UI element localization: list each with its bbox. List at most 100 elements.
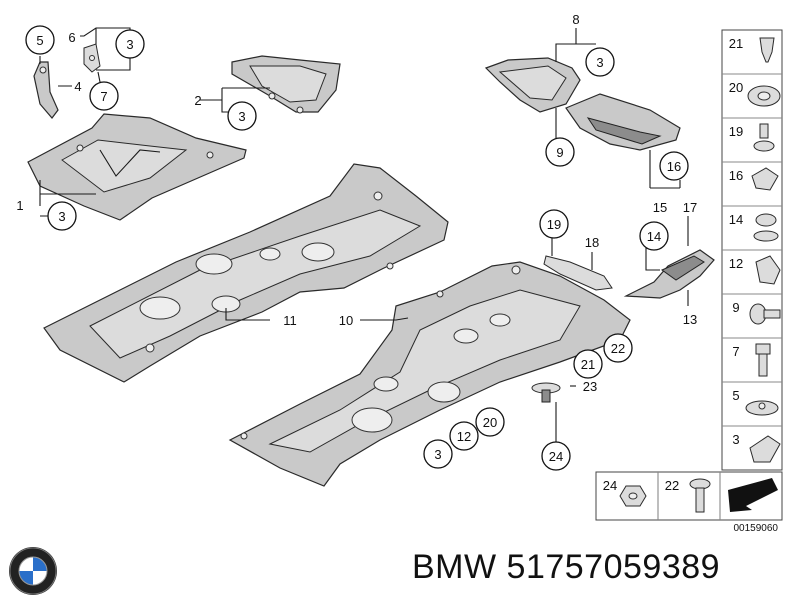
svg-text:3: 3: [596, 55, 603, 70]
callout-14: 14: [639, 221, 669, 251]
svg-text:3: 3: [238, 109, 245, 124]
svg-text:3: 3: [126, 37, 133, 52]
callout-21-upper: 21: [573, 349, 603, 379]
svg-text:2: 2: [194, 93, 201, 108]
svg-text:9: 9: [556, 145, 563, 160]
drawing-code: 00159060: [734, 523, 779, 534]
plate-part-2: [231, 55, 341, 114]
callout-18: 18: [585, 235, 599, 250]
shield-part-11: [43, 163, 449, 383]
shield-part-10: [228, 261, 631, 487]
callout-3-front-panel: 3: [47, 201, 77, 231]
liner-part-9: [484, 57, 581, 113]
legend-item-9: 9: [732, 300, 781, 325]
svg-text:5: 5: [36, 33, 43, 48]
callout-19: 19: [539, 209, 569, 239]
svg-text:1: 1: [16, 198, 23, 213]
brand-name: BMW: [412, 548, 497, 586]
callout-11: 11: [283, 313, 297, 328]
svg-text:23: 23: [583, 379, 597, 394]
svg-text:8: 8: [572, 12, 579, 27]
callout-15: 15: [653, 200, 667, 215]
svg-text:15: 15: [653, 200, 667, 215]
svg-text:6: 6: [68, 30, 75, 45]
svg-text:14: 14: [647, 229, 661, 244]
legend-item-5: 5: [732, 388, 779, 416]
callout-24: 24: [541, 441, 571, 471]
callout-3-plate: 3: [227, 101, 257, 131]
svg-text:19: 19: [547, 217, 561, 232]
legend-item-21: 21: [729, 36, 775, 63]
svg-text:21: 21: [729, 36, 743, 51]
svg-text:16: 16: [729, 168, 743, 183]
svg-text:17: 17: [683, 200, 697, 215]
svg-text:12: 12: [729, 256, 743, 271]
legend-item-3: 3: [732, 432, 781, 463]
callout-13: 13: [683, 312, 697, 327]
legend-item-19: 19: [729, 123, 775, 152]
strip-part-16: [565, 93, 681, 151]
part-number: 51757059389: [506, 548, 721, 586]
legend-item-12: 12: [729, 255, 781, 285]
svg-text:11: 11: [283, 313, 297, 328]
svg-text:3: 3: [58, 209, 65, 224]
svg-text:7: 7: [732, 344, 739, 359]
callout-23: 23: [583, 379, 597, 394]
svg-text:14: 14: [729, 212, 743, 227]
leader-lines: [39, 27, 689, 444]
svg-text:7: 7: [100, 89, 107, 104]
svg-text:4: 4: [74, 79, 81, 94]
legend-column: 21 20 19 16 14 12 9: [721, 29, 783, 471]
fastener-part-23: [531, 382, 561, 403]
fastener-box: 24 22: [595, 471, 783, 521]
svg-text:10: 10: [339, 313, 353, 328]
svg-text:9: 9: [732, 300, 739, 315]
legend-item-14: 14: [729, 212, 779, 242]
svg-text:3: 3: [732, 432, 739, 447]
svg-text:5: 5: [732, 388, 739, 403]
bracket-part-18: [543, 255, 613, 291]
arrow-symbol: [728, 478, 778, 512]
callout-1: 1: [16, 198, 23, 213]
svg-text:18: 18: [585, 235, 599, 250]
legend-item-16: 16: [729, 167, 779, 191]
svg-text:19: 19: [729, 124, 743, 139]
callout-8: 8: [572, 12, 579, 27]
svg-text:13: 13: [683, 312, 697, 327]
bracket-part-6: [83, 43, 101, 73]
callout-3-liner: 3: [585, 47, 615, 77]
callout-4: 4: [74, 79, 81, 94]
svg-text:22: 22: [665, 478, 679, 493]
legend-item-7: 7: [732, 343, 771, 377]
callout-9: 9: [545, 137, 575, 167]
svg-text:22: 22: [611, 341, 625, 356]
callout-3-rear: 3: [423, 439, 453, 469]
svg-text:24: 24: [603, 478, 617, 493]
bmw-logo: [9, 547, 57, 595]
bracket-part-4: [33, 61, 59, 119]
callout-10: 10: [339, 313, 353, 328]
part-number-caption: BMW 51757059389: [412, 548, 720, 587]
fastener-item-24: 24: [603, 478, 647, 507]
callout-2: 2: [194, 93, 201, 108]
bracket-part-13: [623, 249, 715, 299]
svg-text:12: 12: [457, 429, 471, 444]
svg-text:20: 20: [729, 80, 743, 95]
svg-text:3: 3: [434, 447, 441, 462]
callout-3-bracket: 3: [115, 29, 145, 59]
svg-text:24: 24: [549, 449, 563, 464]
svg-text:20: 20: [483, 415, 497, 430]
legend-item-20: 20: [729, 80, 781, 107]
callout-7: 7: [89, 81, 119, 111]
fastener-item-22: 22: [665, 478, 711, 513]
svg-text:21: 21: [581, 357, 595, 372]
callout-16: 16: [659, 151, 689, 181]
svg-text:16: 16: [667, 159, 681, 174]
callout-17: 17: [683, 200, 697, 215]
callout-22-upper: 22: [603, 333, 633, 363]
callout-6: 6: [68, 30, 75, 45]
callout-20: 20: [475, 407, 505, 437]
callout-5: 5: [25, 25, 55, 55]
callout-12: 12: [449, 421, 479, 451]
